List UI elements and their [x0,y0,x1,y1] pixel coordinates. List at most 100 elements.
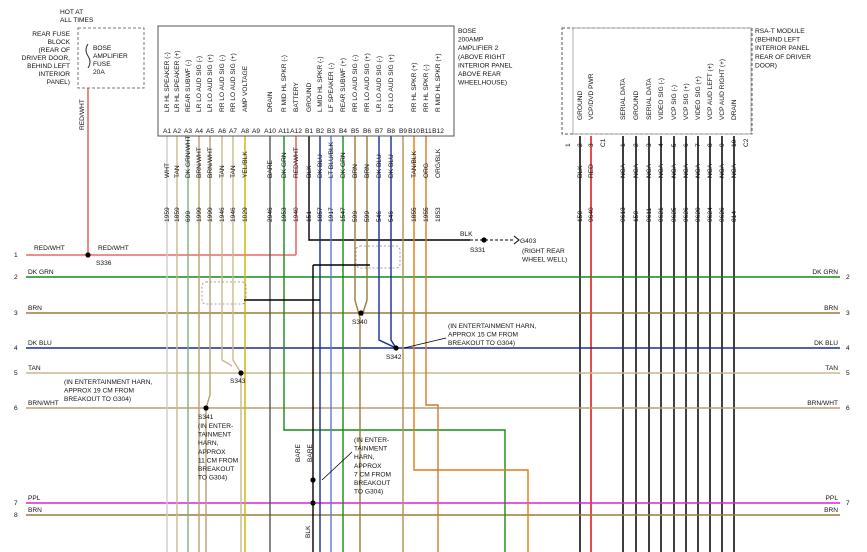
pin-number: A12 [290,128,302,135]
fuse-wire-color: RED/WHT [79,99,86,130]
left-row-number: 4 [14,345,18,352]
splice-note: APPROX [198,449,226,456]
module-pin-number: 1 [620,143,627,147]
pin-number: B2 [316,128,324,135]
amplifier-desc: WHEELHOUSE) [458,80,507,87]
splice-label: S340 [352,319,368,326]
pin-function: LR HL SPEAKER (-) [164,52,171,112]
module-pin-number: 10 [731,139,738,147]
module-wire-color: NCA [731,163,738,178]
module-wire-color: NCA [695,163,702,178]
wire-color: LT BLU/BLK [328,141,335,178]
splice-s341 [203,405,209,411]
module-desc: INTERIOR PANEL [755,45,810,52]
pin-function: LR LO AUD SIG (-) [196,56,203,112]
row1-wire-color: RED/WHT [34,245,65,252]
wire-color: DK GRN [340,152,347,178]
splice-note: TAINMENT [198,432,231,439]
circuit-number: 1857 [317,207,324,222]
bus-label-left: DK GRN [28,269,54,276]
circuit-number: 2946 [267,207,274,222]
module-wire-color: NCA [633,163,640,178]
fuse-block-location: DRIVER DOOR, [22,55,71,62]
pin-number: A5 [206,128,214,135]
splice-note: BREAKOUT TO G304) [448,340,515,347]
fuse-label: AMPLIFIER [93,53,128,60]
module-circuit-number: 814 [731,211,738,222]
splice-note: HARN, [354,454,375,461]
module-circuit-number: 150 [633,211,640,222]
module-pin-function: VCP/DVD PWR [588,73,595,120]
amplifier-desc: (ABOVE RIGHT [458,54,505,61]
shield [355,245,401,269]
wire-color: YEL/BLK [242,151,249,178]
wire-a5 [205,136,211,409]
module-desc: REAR OF DRIVER [755,54,811,61]
splice-s340 [358,310,364,316]
wire-a6 [221,136,233,367]
module-circuit-number: 9624 [707,207,714,222]
wire-color: TAN [219,165,226,178]
module-wire-color: NCA [620,163,627,178]
module-pin-number: 3 [646,143,653,147]
amplifier-box [157,25,455,137]
left-row-number: 7 [14,500,18,507]
wire-b5 [354,136,361,319]
module-pin-number: 9 [719,143,726,147]
module-pin-number: 5 [671,143,678,147]
left-row-number: 5 [14,370,18,377]
bus-label-right: DK GRN [812,269,838,276]
module-pin-number: 1 [565,143,572,147]
module-circuit-number: 9621 [658,207,665,222]
pin-number: A11 [278,128,290,135]
module-pin-function: SERIAL DATA [620,78,627,120]
module-circuit-number: 9640 [588,207,595,222]
bus-label-left: TAN [28,365,41,372]
wire-color: RED/WHT [293,147,300,178]
splice-note: (IN ENTERTAINMENT HARN, [448,323,536,330]
module-inner [572,27,752,135]
ground-id: G403 [520,238,536,245]
module-pin-number: C1 [600,138,607,147]
module-wire-color: NCA [683,163,690,178]
wire-b12 [425,136,439,552]
module-pin-number: 7 [695,143,702,147]
pin-number: A1 [163,128,171,135]
pin-function: R MID HL SPKR (+) [435,53,442,112]
fuse-icon [85,43,91,69]
circuit-number: 1547 [340,207,347,222]
wire-b8 [390,136,397,349]
bare-label: BARE [295,443,302,462]
fuse-label: BOSE [93,45,112,52]
pin-function: LR LO AUD SIG (-) [376,56,383,112]
pin-number: B5 [351,128,359,135]
splice-drain [310,477,316,483]
module-wire-color: RED [588,164,595,178]
pin-number: A7 [229,128,237,135]
wire-color: TAN [230,165,237,178]
fuse-label: FUSE [93,61,111,68]
leader-line [321,451,353,481]
module-pin-function: VIDEO SIG (-) [658,78,665,120]
pin-function: RR LO AUD SIG (-) [352,55,359,112]
wire-color: TAN [174,165,181,178]
right-row-number: 6 [846,405,850,412]
wire-a7 [232,136,242,374]
wire-color: DK BLU [388,154,395,178]
fuse-block-location: INTERIOR [38,71,70,78]
module-desc: DOOR) [755,62,777,69]
fuse-block-location: BLOCK [48,39,71,46]
left-row-number: 2 [14,274,18,281]
module-pin-number: 2 [577,143,584,147]
module-pin-function: VCP SIG (+) [683,83,690,120]
amplifier-desc: 200AMP [458,37,484,44]
circuit-number: 1917 [328,207,335,222]
ground-splice-label: S331 [470,247,486,254]
right-row-number: 5 [846,370,850,377]
pin-number: B6 [363,128,371,135]
module-pin-number: 4 [658,143,665,147]
module-desc: (BEHIND LEFT [755,37,800,44]
wire-color: DK GRN/WHT [185,136,192,179]
